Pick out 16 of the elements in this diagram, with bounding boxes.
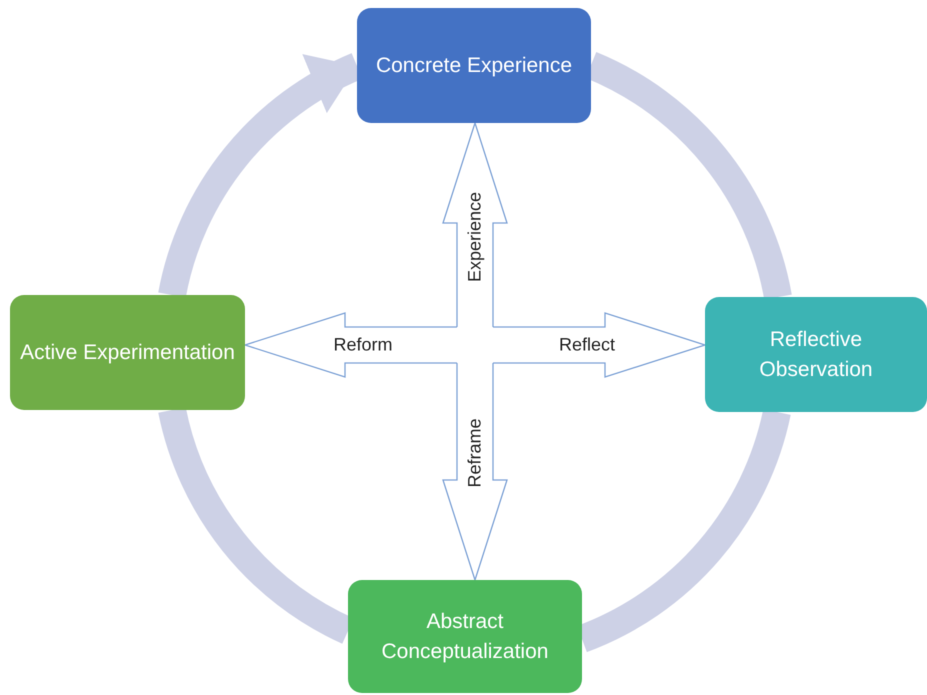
stage-label: Reflective Observation — [758, 327, 874, 382]
block-arrow — [242, 312, 458, 378]
stage-box — [10, 295, 245, 410]
stage-box — [357, 8, 591, 123]
edge-label: Reform — [334, 334, 392, 356]
edge-label: Experience — [464, 192, 486, 282]
block-arrow — [442, 362, 508, 582]
stage-label: Abstract Conceptualization — [380, 609, 550, 664]
block-arrow — [442, 120, 508, 328]
stage-box — [348, 580, 582, 693]
stage-label: Concrete Experience — [376, 52, 572, 79]
edge-label: Reflect — [558, 334, 616, 356]
stage-label: Active Experimentation — [20, 340, 235, 366]
block-arrow — [492, 312, 708, 378]
stage-box — [705, 297, 927, 412]
edge-label: Reframe — [464, 418, 486, 488]
